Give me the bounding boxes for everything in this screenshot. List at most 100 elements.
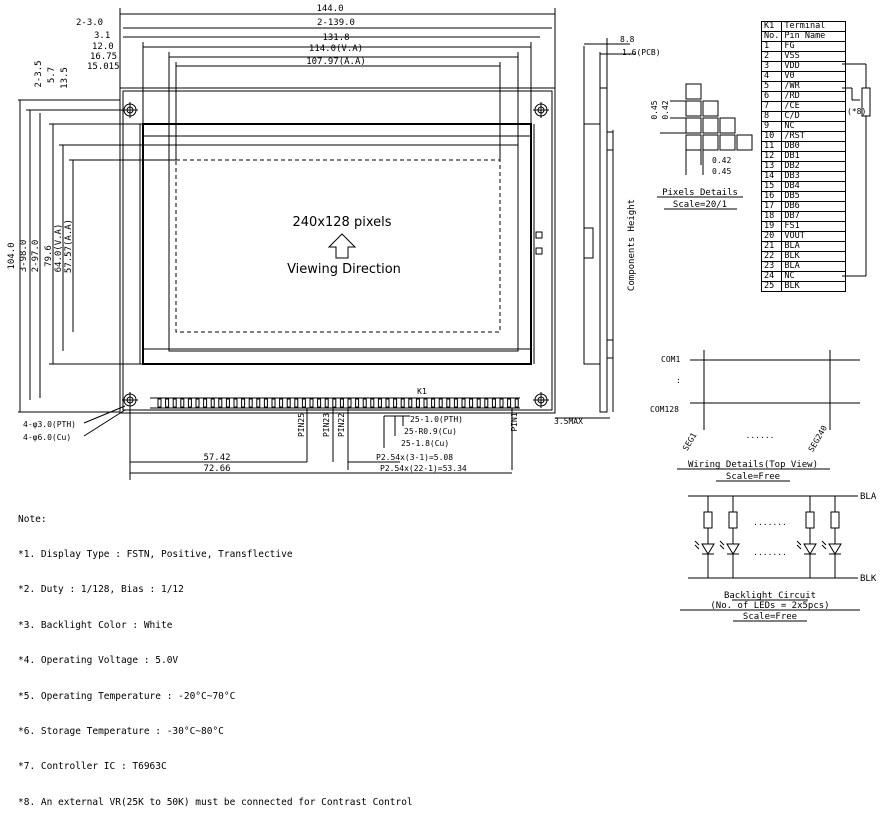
- pin-pad: [271, 398, 276, 408]
- pin-pad: [438, 398, 443, 408]
- terminal-pin-no: 12: [760, 151, 783, 162]
- viewing-area: [168, 144, 519, 352]
- dim-3-1: 3.1: [94, 31, 110, 41]
- pin22-label: PIN22: [337, 413, 346, 437]
- terminal-pin-name: BLK: [781, 251, 847, 262]
- pin-pad: [446, 398, 451, 408]
- pin-pad: [385, 398, 390, 408]
- wiring-scale: Scale=Free: [726, 472, 780, 482]
- side-pcb: [599, 87, 608, 413]
- led-ellipsis-top: .......: [753, 518, 787, 527]
- dim-3-5max: 3.5MAX: [554, 417, 583, 426]
- led-branch: [796, 496, 817, 578]
- pin-pad: [180, 398, 185, 408]
- dim-57-57: 57.57(A.A): [64, 219, 74, 273]
- backlight-circuit: BLA BLK ....... ....... Backlight Circui…: [680, 492, 877, 622]
- pin-row: [157, 398, 519, 408]
- note-item: *4. Operating Voltage : 5.0V: [18, 655, 179, 667]
- terminal-pin-no: 24: [760, 271, 783, 282]
- terminal-pin-name: VDD: [781, 61, 847, 72]
- note-item: *6. Storage Temperature : -30°C~80°C: [18, 725, 224, 737]
- pin-pad: [393, 398, 398, 408]
- terminal-pin-name: VOUT: [781, 231, 847, 242]
- viewing-direction-label: Viewing Direction: [287, 262, 401, 277]
- pin-pad: [279, 398, 284, 408]
- side-view: 8.8 1.6(PCB) 3.5MAX Components Height: [554, 35, 661, 426]
- pin-pad: [469, 398, 474, 408]
- terminal-pin-name: /RST: [781, 131, 847, 142]
- pin-pad: [309, 398, 314, 408]
- px-042-v: 0.42: [661, 100, 670, 119]
- px-042-h: 0.42: [712, 156, 731, 165]
- terminal-pin-name: C/D: [781, 111, 847, 122]
- dim-64: 64.0(V.A): [54, 224, 64, 273]
- terminal-pin-name: DB1: [781, 151, 847, 162]
- vr-note: (*8): [847, 107, 866, 116]
- note-item: *1. Display Type : FSTN, Positive, Trans…: [18, 548, 293, 560]
- pin-pad: [499, 398, 504, 408]
- terminal-pin-no: 14: [760, 171, 783, 182]
- hole-cu-label: 4-φ6.0(Cu): [23, 433, 71, 442]
- blk-label: BLK: [860, 574, 877, 584]
- dim-3-98: 3-98.0: [19, 240, 29, 273]
- pin-pad: [370, 398, 375, 408]
- terminal-row: 5/WR: [760, 81, 847, 92]
- dim-79-6: 79.6: [44, 245, 54, 267]
- led-symbol: [726, 543, 740, 555]
- front-view: [119, 87, 556, 414]
- pin1-label: PIN1: [510, 412, 519, 431]
- px-045-h: 0.45: [712, 167, 731, 176]
- backlight-subtitle: (No. of LEDs = 2x5pcs): [710, 601, 829, 611]
- terminal-pin-no: 11: [760, 141, 783, 152]
- pin-pad: [248, 398, 253, 408]
- terminal-pin-name: BLK: [781, 281, 847, 292]
- pixels-label: 240x128 pixels: [293, 215, 392, 230]
- led-branch: [694, 496, 715, 578]
- terminal-pin-name: VSS: [781, 51, 847, 62]
- notes-title: Note:: [18, 513, 47, 525]
- dim-p254-a: P2.54x(3-1)=5.08: [376, 453, 453, 462]
- mounting-hole-bl: [122, 392, 138, 408]
- px-045-v: 0.45: [650, 100, 659, 119]
- terminal-pin-no: 2: [760, 51, 783, 62]
- led-symbol: [828, 543, 842, 555]
- terminal-pin-name: FS1: [781, 221, 847, 232]
- backlight-scale: Scale=Free: [743, 612, 797, 622]
- terminal-pin-name: NC: [781, 271, 847, 282]
- seg240-label: SEG240: [807, 424, 829, 454]
- terminal-pin-name: NC: [781, 121, 847, 132]
- dim-15-015: 15.015: [87, 62, 120, 72]
- terminal-pin-name: FG: [781, 41, 847, 52]
- mounting-hole-tl: [122, 102, 138, 118]
- pin-pad: [286, 398, 291, 408]
- pixels-details-title: Pixels Details: [662, 188, 738, 198]
- terminal-pin-no: 13: [760, 161, 783, 172]
- vr-connection: (*8): [842, 63, 871, 277]
- pin-pad: [263, 398, 268, 408]
- pin-pad: [210, 398, 215, 408]
- terminal-col-name: Pin Name: [781, 31, 847, 42]
- terminal-pin-name: DB0: [781, 141, 847, 152]
- terminal-pin-no: 3: [760, 61, 783, 72]
- pin-pad: [218, 398, 223, 408]
- pin-pad: [332, 398, 337, 408]
- terminal-pin-no: 4: [760, 71, 783, 82]
- pin-pad: [339, 398, 344, 408]
- pin-pad: [514, 398, 519, 408]
- terminal-pin-no: 16: [760, 191, 783, 202]
- dim-107-97: 107.97(A.A): [306, 57, 366, 67]
- pin-pad: [157, 398, 162, 408]
- terminal-pin-name: /WR: [781, 81, 847, 92]
- terminal-row: 7/CE: [760, 101, 847, 112]
- terminal-pin-no: 6: [760, 91, 783, 102]
- pin-pad: [241, 398, 246, 408]
- hole-pth-label: 4-φ3.0(PTH): [23, 420, 76, 429]
- dim-5-7: 5.7: [47, 67, 57, 83]
